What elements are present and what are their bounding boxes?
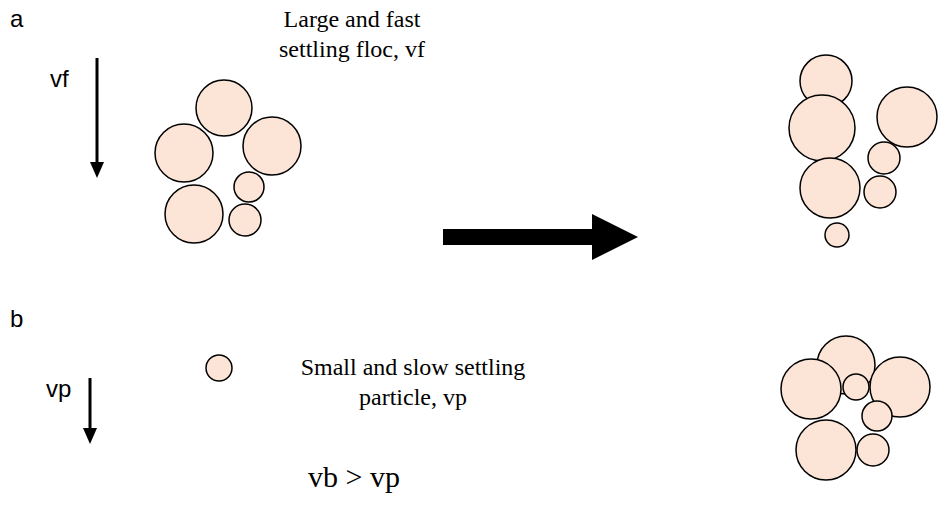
panel-letter: a xyxy=(10,4,23,34)
relation-text: vb > vp xyxy=(308,458,400,496)
caption-text: Large and fast settling floc, vf xyxy=(262,4,442,64)
velocity-label: vf xyxy=(50,64,69,94)
velocity-label: vp xyxy=(46,374,71,404)
caption-text: Small and slow settling particle, vp xyxy=(298,352,528,412)
panel-letter: b xyxy=(10,304,23,334)
